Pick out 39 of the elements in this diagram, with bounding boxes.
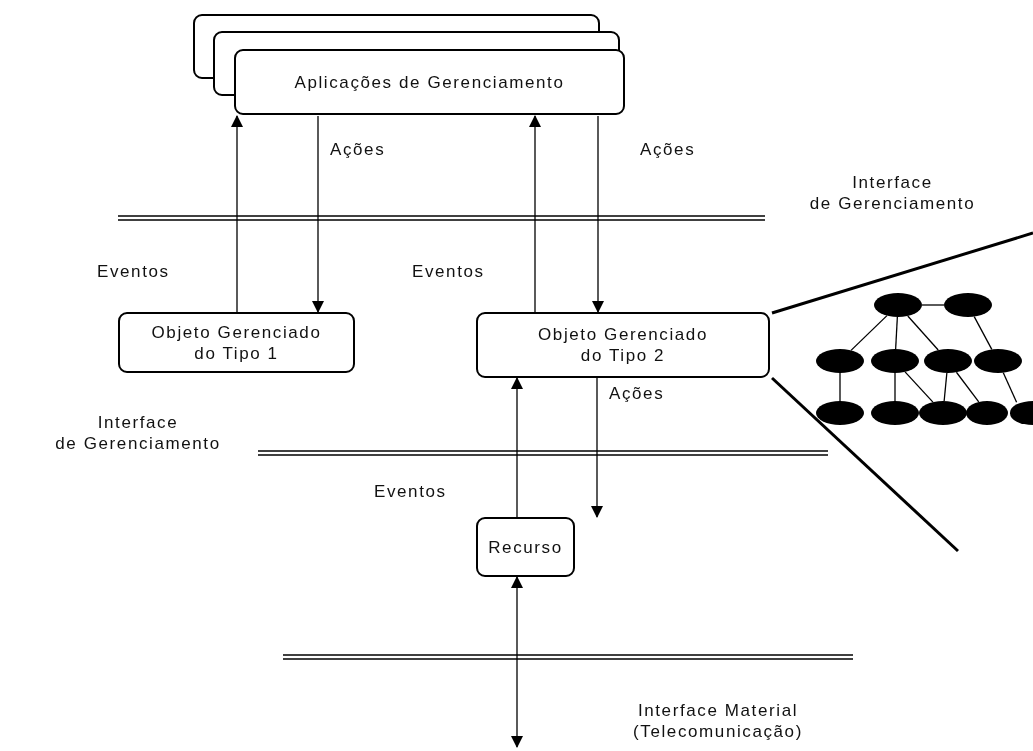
arrow	[592, 115, 604, 313]
interface-label: Interface de Gerenciamento	[54, 412, 222, 454]
tree-node-ellipse	[924, 349, 972, 373]
arrow	[591, 377, 603, 518]
tree-node-ellipse	[816, 349, 864, 373]
arrow	[231, 115, 243, 313]
arrow	[511, 377, 523, 518]
process-box	[476, 312, 770, 378]
tree-node-ellipse	[816, 401, 864, 425]
connector-line	[973, 315, 993, 351]
connector-line	[943, 372, 948, 402]
tree-node-ellipse	[919, 401, 967, 425]
stacked-process-box	[193, 14, 626, 116]
tree-node-ellipse	[974, 349, 1022, 373]
tree-node-ellipse	[966, 401, 1008, 425]
connector-line	[921, 304, 945, 306]
node-label: Objeto Gerenciado do Tipo 2	[538, 324, 708, 366]
connector-line	[1002, 372, 1018, 403]
tree-node-ellipse	[874, 293, 922, 317]
connector-line	[850, 315, 888, 351]
connector-line	[839, 372, 841, 402]
node-label: Objeto Gerenciado do Tipo 1	[151, 321, 322, 364]
node-label: Recurso	[488, 536, 563, 558]
connector-line	[904, 371, 934, 403]
connector-line	[907, 315, 939, 351]
process-box	[476, 517, 575, 577]
tree-node-ellipse	[871, 401, 919, 425]
interface-label: Interface de Gerenciamento	[808, 172, 977, 214]
tree-node-ellipse	[944, 293, 992, 317]
process-box	[118, 312, 355, 373]
arrow	[312, 115, 324, 313]
interface-label: Interface Material (Telecomunicação)	[632, 700, 804, 742]
arrow	[529, 115, 541, 313]
connector-line	[895, 316, 898, 350]
tree-node-ellipse	[871, 349, 919, 373]
arrow	[511, 576, 523, 748]
node-label: Aplicações de Gerenciamento	[294, 71, 565, 93]
connector-line	[955, 371, 980, 403]
connector-line	[894, 372, 896, 402]
